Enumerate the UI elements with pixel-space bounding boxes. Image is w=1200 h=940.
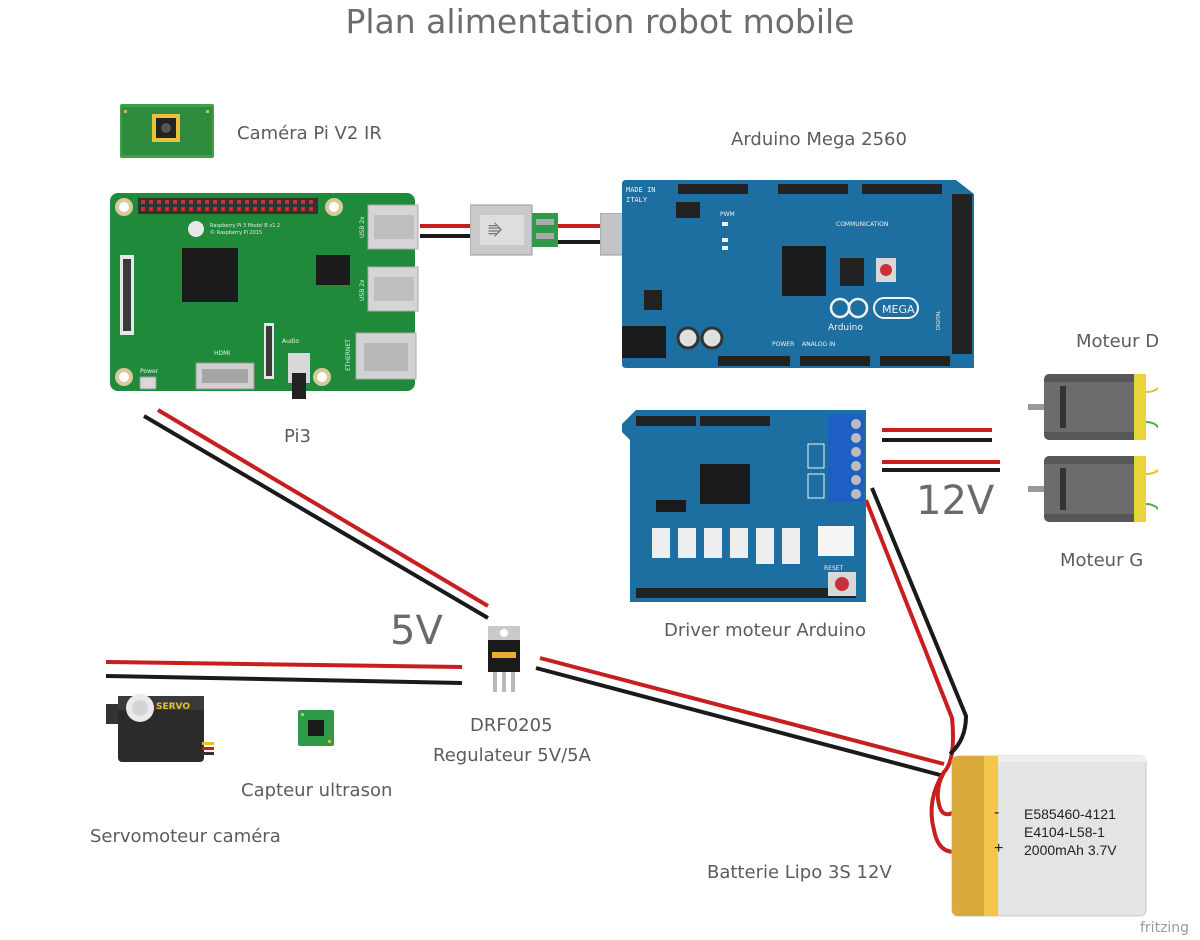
- voltage-5v: 5V: [390, 608, 443, 654]
- usb-connector: ⭆: [470, 204, 558, 256]
- label-ultrasonic: Capteur ultrason: [241, 780, 393, 801]
- svg-text:HDMI: HDMI: [214, 350, 230, 357]
- svg-text:DIGITAL: DIGITAL: [936, 310, 942, 330]
- label-camera: Caméra Pi V2 IR: [237, 123, 382, 144]
- pi-power-wires: [142, 408, 490, 620]
- battery-print-line-3: 2000mAh 3.7V: [1024, 842, 1117, 858]
- servo-motor: SERVO: [106, 694, 214, 762]
- motor-right: [1028, 374, 1158, 440]
- svg-text:POWER: POWER: [772, 341, 794, 348]
- svg-text:USB 2x: USB 2x: [359, 216, 366, 238]
- svg-text:Power: Power: [140, 368, 159, 375]
- lipo-battery: [951, 755, 1147, 917]
- svg-text:Audio: Audio: [282, 338, 299, 345]
- battery-print-line-1: E585460-4121: [1024, 806, 1116, 822]
- svg-text:COMMUNICATION: COMMUNICATION: [836, 221, 888, 228]
- voltage-regulator: [488, 626, 520, 692]
- svg-text:ANALOG IN: ANALOG IN: [802, 341, 835, 348]
- label-regulator-model: DRF0205: [470, 715, 553, 736]
- label-motor-left: Moteur G: [1060, 550, 1144, 571]
- voltage-12v: 12V: [916, 478, 995, 524]
- svg-text:Arduino: Arduino: [828, 323, 863, 333]
- motor-left: [1028, 456, 1158, 522]
- svg-text:Raspberry Pi 3 Model B v1.2: Raspberry Pi 3 Model B v1.2: [210, 223, 280, 229]
- svg-text:© Raspberry Pi 2015: © Raspberry Pi 2015: [210, 229, 262, 236]
- motor-wires: [882, 428, 1000, 472]
- label-pi: Pi3: [284, 426, 311, 447]
- label-arduino: Arduino Mega 2560: [731, 129, 907, 150]
- servo-power-wires: [105, 660, 463, 685]
- svg-text:MEGA: MEGA: [882, 303, 915, 316]
- label-motor-right: Moteur D: [1076, 331, 1160, 352]
- svg-text:ITALY: ITALY: [626, 196, 648, 204]
- fritzing-watermark: fritzing: [1140, 920, 1190, 936]
- battery-plus-sign: +: [994, 840, 1004, 857]
- svg-text:MADE IN: MADE IN: [626, 186, 656, 194]
- label-regulator-desc: Regulateur 5V/5A: [433, 745, 591, 766]
- svg-text:SERVO: SERVO: [156, 702, 190, 712]
- svg-text:ETHERNET: ETHERNET: [345, 339, 352, 371]
- camera-module: [120, 104, 214, 158]
- svg-text:PWM: PWM: [720, 211, 735, 218]
- ultrasonic-sensor: [298, 710, 334, 746]
- motor-driver-shield: RESET: [622, 410, 866, 602]
- label-servo: Servomoteur caméra: [90, 826, 281, 847]
- driver-battery-wires: [864, 487, 969, 854]
- diagram-title: Plan alimentation robot mobile: [345, 2, 855, 41]
- label-battery: Batterie Lipo 3S 12V: [707, 862, 892, 883]
- battery-print-line-2: E4104-L58-1: [1024, 824, 1105, 840]
- svg-text:RESET: RESET: [824, 565, 844, 572]
- battery-minus-sign: -: [994, 804, 1000, 821]
- usb-cable: [420, 224, 605, 244]
- svg-text:USB 2x: USB 2x: [359, 279, 366, 301]
- arduino-mega-board: MADE IN ITALY PWM COMMUNICATION MEGA Ard…: [622, 180, 974, 368]
- label-driver: Driver moteur Arduino: [664, 620, 866, 641]
- raspberry-pi-board: Raspberry Pi 3 Model B v1.2 © Raspberry …: [110, 193, 419, 399]
- svg-text:⭆: ⭆: [488, 221, 502, 240]
- regulator-battery-wires: [535, 656, 945, 778]
